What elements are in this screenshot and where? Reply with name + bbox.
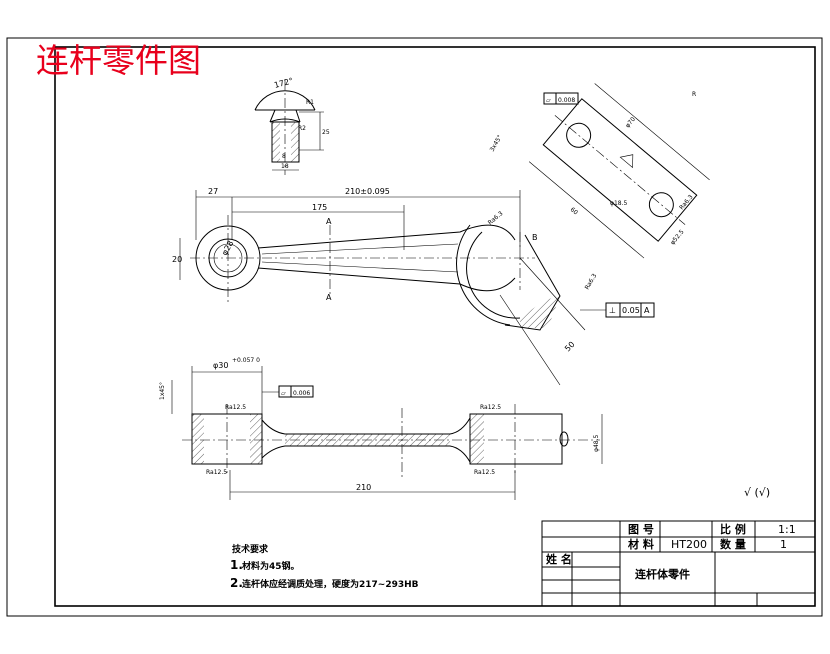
general-roughness: √ (√) bbox=[744, 486, 770, 499]
main-roughness-a: Ra6.3 bbox=[487, 210, 505, 227]
tb-scale-label: 比 例 bbox=[720, 522, 746, 536]
top-angle-label: 172° bbox=[273, 76, 294, 90]
perpendicularity-frame bbox=[605, 302, 655, 318]
main-dim-left-offset: 27 bbox=[208, 187, 218, 196]
notes-item2-text: 连杆体应经调质处理，硬度为217~293HB bbox=[242, 578, 419, 590]
detail-roughness: Ra6.3 bbox=[678, 193, 695, 211]
notes-item1-text: 材料为45钢。 bbox=[241, 560, 300, 572]
technical-notes: 技术要求 1. 材料为45钢。 2. 连杆体应经调质处理，硬度为217~293H… bbox=[230, 543, 419, 590]
section-marker-a-bottom: A bbox=[326, 293, 332, 302]
detail-dim-b: φ18.5 bbox=[610, 200, 628, 207]
top-dim-8: 8 bbox=[282, 153, 286, 160]
top-dim-18: 18 bbox=[281, 163, 289, 170]
side-roughness-left-bottom: Ra12.5 bbox=[206, 469, 227, 476]
side-dim-top: φ30 bbox=[213, 361, 228, 370]
detail-dim-c: 60 bbox=[569, 206, 579, 216]
perpendicularity-value: 0.05 bbox=[622, 306, 640, 315]
detail-dim-d: 3x45° bbox=[489, 134, 504, 153]
main-roughness-b: Ra6.3 bbox=[584, 272, 599, 291]
tb-scale-value: 1:1 bbox=[778, 523, 796, 536]
main-dim-mid: 175 bbox=[312, 203, 327, 212]
tb-quantity-value: 1 bbox=[780, 538, 787, 551]
drawing-title: 连杆零件图 bbox=[36, 41, 201, 80]
side-view: φ30 +0.057 0 1x45° ▱ 0.006 Ra12.5 Ra12.5… bbox=[159, 357, 603, 500]
main-dim-overall: 210±0.095 bbox=[345, 187, 390, 196]
tb-material-value: HT200 bbox=[671, 538, 707, 551]
side-dim-left: 1x45° bbox=[159, 382, 166, 400]
general-roughness-value: (√) bbox=[755, 486, 771, 499]
detail-flatness-frame bbox=[543, 92, 579, 105]
side-roughness-right-bottom: Ra12.5 bbox=[474, 469, 495, 476]
tb-part-name: 连杆体零件 bbox=[635, 567, 690, 581]
side-dim-overall: 210 bbox=[356, 483, 371, 492]
side-dim-top-tol: +0.057 0 bbox=[232, 357, 260, 364]
top-dim-25: 25 bbox=[322, 129, 330, 136]
side-roughness-left-top: Ra12.5 bbox=[225, 404, 246, 411]
side-roughness-right-top: Ra12.5 bbox=[480, 404, 501, 411]
roughness-check-symbol: √ bbox=[744, 486, 752, 499]
main-dim-small-bore: φ28 bbox=[220, 239, 236, 257]
big-bore-marker: B bbox=[532, 233, 538, 242]
detail-dim-f: R bbox=[692, 91, 696, 98]
tb-name-label: 姓 名 bbox=[546, 552, 572, 566]
perpendicularity-symbol: ⊥ bbox=[609, 306, 616, 315]
notes-item2-prefix: 2. bbox=[230, 576, 243, 590]
tb-drawing-no-label: 图 号 bbox=[628, 523, 654, 536]
main-dim-right: 50 bbox=[563, 340, 577, 354]
tb-material-label: 材 料 bbox=[628, 537, 654, 551]
title-block: 图 号 材 料 HT200 比 例 1:1 数 量 1 姓 名 连杆体零件 bbox=[541, 520, 816, 607]
outer-border bbox=[6, 37, 823, 617]
side-flatness-frame bbox=[278, 385, 314, 398]
detail-dim-e: φ52.5 bbox=[669, 228, 686, 246]
section-marker-a-top: A bbox=[326, 217, 332, 226]
main-dim-left-height: 20 bbox=[172, 255, 182, 264]
perpendicularity-datum: A bbox=[644, 306, 650, 315]
notes-heading: 技术要求 bbox=[232, 543, 269, 555]
tb-quantity-label: 数 量 bbox=[720, 537, 746, 551]
top-section-view: 172° 8 R2 R1 25 18 bbox=[254, 76, 330, 175]
side-dim-right: φ48.5 bbox=[593, 435, 600, 453]
notes-item1-prefix: 1. bbox=[230, 558, 243, 572]
top-dim-r2: R2 bbox=[298, 125, 306, 132]
side-flatness-value: 0.006 bbox=[293, 390, 310, 397]
inner-border bbox=[54, 46, 816, 607]
top-dim-r1: R1 bbox=[306, 99, 314, 106]
main-view: 210±0.095 27 175 A A 20 φ28 B Ra6.3 Ra6.… bbox=[172, 187, 655, 386]
detail-flatness-symbol: ▱ bbox=[546, 97, 551, 104]
side-flatness-symbol: ▱ bbox=[281, 390, 286, 397]
detail-view bbox=[528, 83, 710, 259]
detail-flatness-value: 0.008 bbox=[558, 97, 575, 104]
